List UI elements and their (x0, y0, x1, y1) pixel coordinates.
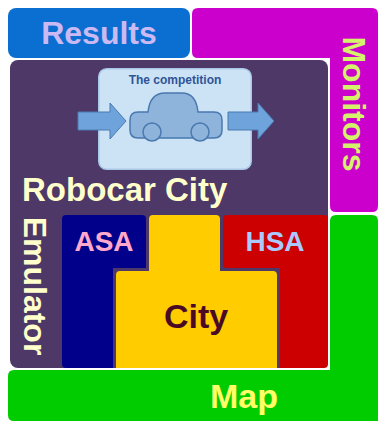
node-label: The competition (129, 74, 222, 88)
text-slot: Monitors (336, 36, 373, 171)
node-label: City (164, 297, 228, 336)
text-slot: The competition (129, 74, 222, 88)
competition-box: The competition (98, 68, 252, 170)
node-label: Map (210, 377, 278, 416)
node-label: Monitors (336, 36, 373, 171)
node-label: Results (41, 15, 157, 52)
results-box: Results (8, 8, 190, 58)
text-slot: ASA (74, 226, 133, 258)
text-slot: HSA (245, 226, 304, 258)
text-slot: Results (41, 15, 157, 52)
text-slot: Emulator (17, 217, 54, 356)
node-outline (116, 215, 277, 368)
text-slot: Map (210, 377, 278, 416)
node-label: Emulator (17, 217, 54, 356)
node-label: Robocar City (22, 171, 227, 209)
emulator-region: Robocar CityEmulator The competitionASA HS… (10, 60, 328, 368)
node-outline (10, 60, 328, 368)
node-label: ASA (74, 226, 133, 258)
node-label: HSA (245, 226, 304, 258)
text-slot: Robocar City (22, 171, 227, 209)
node-outline (8, 8, 190, 58)
node-outline (99, 69, 252, 170)
text-slot: City (164, 297, 228, 336)
node-outline (8, 215, 378, 421)
